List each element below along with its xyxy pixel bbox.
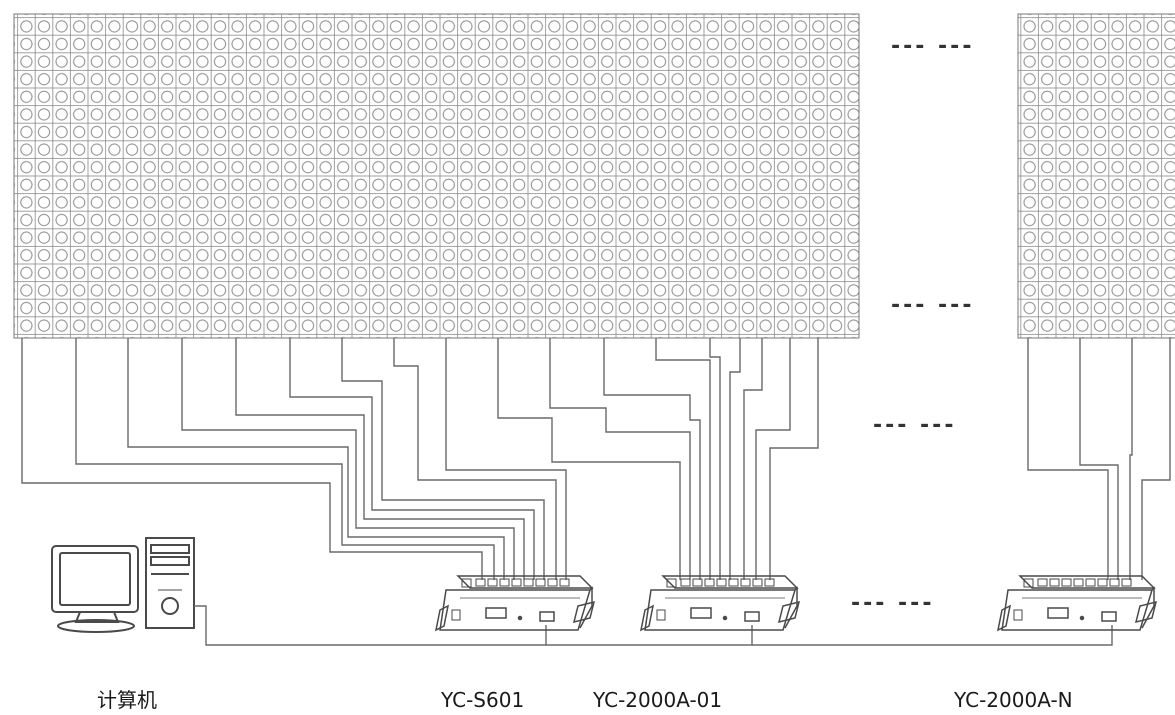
network-cable [194, 605, 1113, 646]
controller-box-icon [639, 575, 801, 632]
computer [51, 537, 195, 633]
ellipsis-controllers: --- --- [851, 591, 935, 616]
led-panel-icon [13, 13, 860, 339]
label-controller-first: YC-2000A-01 [593, 688, 723, 712]
label-computer: 计算机 [97, 688, 157, 712]
controller-box-icon [996, 575, 1158, 632]
led-panel-icon [1017, 13, 1175, 339]
controller-box-icon [434, 575, 596, 632]
ellipsis-top: --- --- [891, 34, 975, 59]
monitor-icon [51, 545, 139, 633]
led-panel-last [1017, 13, 1175, 339]
label-controller-main: YC-S601 [441, 688, 525, 712]
ellipsis-middle: --- --- [891, 293, 975, 318]
computer-tower-icon [145, 537, 195, 629]
ellipsis-cables: --- --- [873, 413, 957, 438]
signal-cables [21, 338, 1171, 580]
controllers [434, 575, 1158, 632]
led-panel-main [13, 13, 860, 339]
label-controller-last: YC-2000A-N [954, 688, 1073, 712]
